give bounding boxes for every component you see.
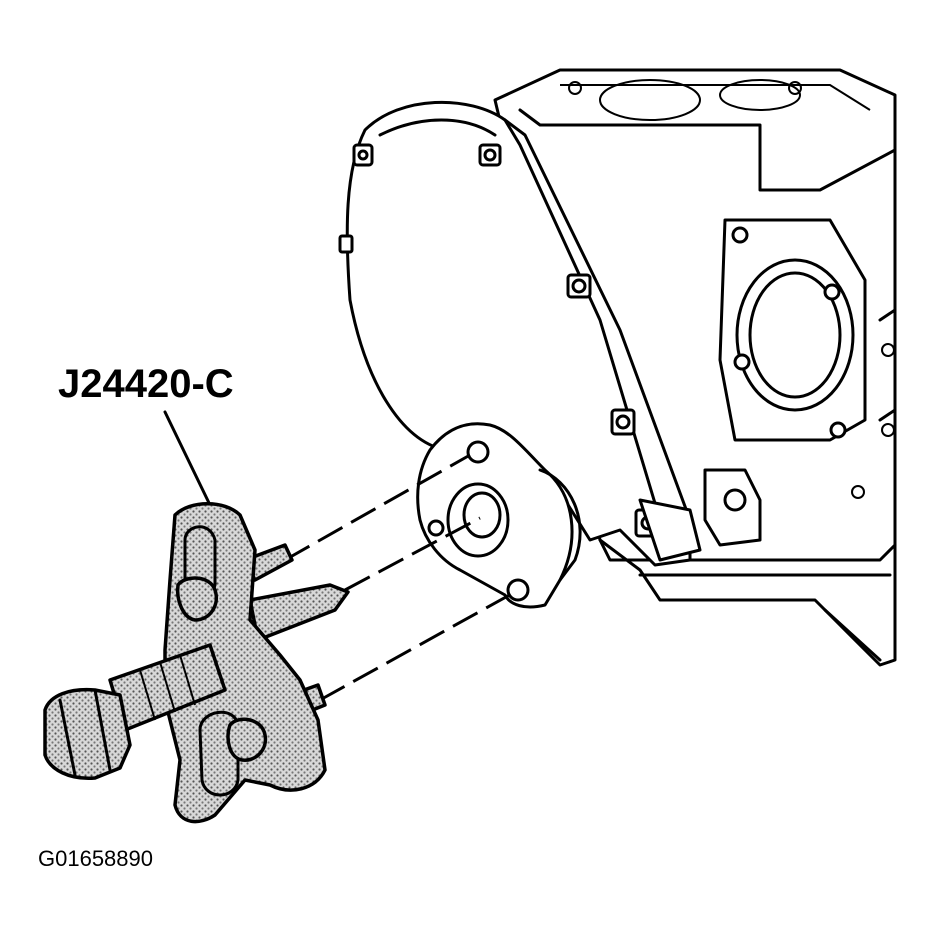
- puller-tool: [43, 502, 350, 824]
- seal-housing: [416, 422, 582, 609]
- callout-leader-line: [163, 410, 212, 507]
- timing-cover: [338, 100, 702, 567]
- figure-id: G01658890: [38, 846, 153, 871]
- alignment-dashes: [284, 453, 516, 702]
- tool-number-label: J24420-C: [58, 362, 234, 406]
